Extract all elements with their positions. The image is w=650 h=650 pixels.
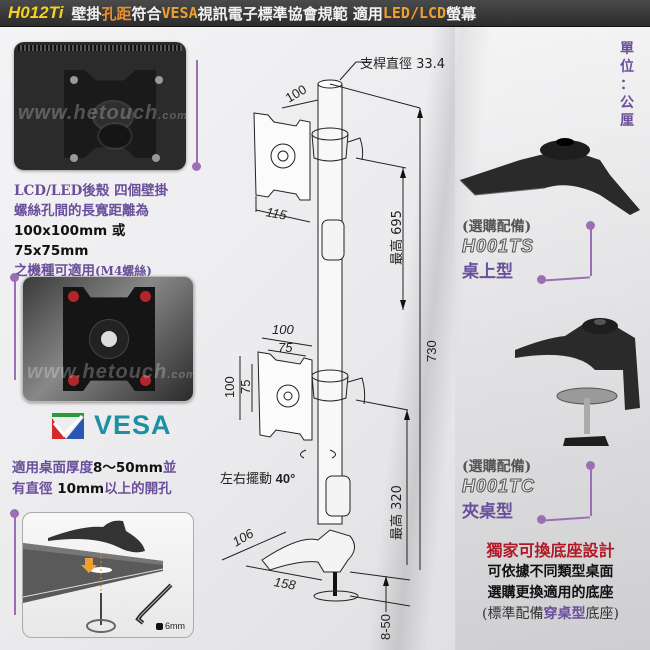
watermark: www.hetouch.com: [18, 102, 186, 124]
connector-line: [14, 515, 16, 615]
max-height-lower-label: 最高 320: [390, 485, 405, 540]
vesa-plate-photo: www.hetouch.com: [22, 276, 194, 402]
title-segment: 壁掛: [71, 4, 102, 23]
watermark: www.hetouch.com: [27, 361, 194, 383]
hex-key-size: 6mm: [156, 621, 185, 631]
vent-grille: [18, 45, 182, 51]
unit-label: 單 位 ： 公 厘: [620, 41, 634, 129]
vesa-checkmark-icon: [52, 412, 84, 439]
max-height-upper-label: 最高 695: [390, 210, 405, 265]
connector-dot: [537, 515, 546, 524]
vesa-logo: VESA: [52, 410, 172, 441]
lower-plate-inner-height-label: 75: [238, 379, 253, 394]
hex-icon: [156, 623, 163, 630]
connector-dot: [586, 221, 595, 230]
connector-dot: [192, 162, 201, 171]
connector-dot: [537, 275, 546, 284]
monitor-back-photo: www.hetouch.com: [14, 42, 186, 170]
connector-line: [196, 60, 198, 163]
connector-line: [14, 280, 16, 380]
option-desktop-base: (選購配備) H001TS 桌上型: [461, 219, 535, 282]
desktop-base-photo: [459, 138, 640, 215]
interchangeable-base-promo: 獨家可換底座設計 可依據不同類型桌面 選購更換適用的底座 (標準配備穿桌型底座): [482, 541, 619, 622]
connector-dot: [586, 461, 595, 470]
model-number: H012Ti: [8, 3, 64, 22]
clamp-base-photo: [515, 318, 640, 446]
total-height-label: 730: [424, 340, 439, 362]
connector-line: [590, 226, 592, 276]
pole-diameter-label: 支桿直徑 33.4: [360, 57, 446, 72]
swivel-label: 左右擺動 40°: [220, 471, 296, 487]
title-segment: 視訊電子標準協會規範 適用: [197, 4, 383, 23]
connector-line: [590, 466, 592, 516]
desk-thickness-label: 8-50: [378, 613, 393, 640]
title-segment-highlight: 孔距: [101, 4, 132, 23]
title-segment-highlight: VESA: [161, 4, 198, 22]
connector-dot: [10, 273, 19, 282]
desk-requirement-text: 適用桌面厚度8～50mm並 有直徑 10mm以上的開孔: [12, 460, 177, 497]
option-clamp-base: (選購配備) H001TC 夾桌型: [461, 459, 536, 522]
title-segment-highlight: LED/LCD: [382, 4, 447, 22]
desk-mount-illustration: [23, 520, 173, 633]
lower-plate-outer-width-label: 100: [272, 322, 294, 337]
lower-plate-inner-width-label: 75: [278, 340, 293, 355]
title-segment: 符合: [131, 4, 162, 23]
connector-dot: [10, 509, 19, 518]
title-bar: H012Ti 壁掛 孔距 符合 VESA 視訊電子標準協會規範 適用 LED/L…: [0, 0, 650, 27]
vesa-description: LCD/LED後殼 四個壁掛 螺絲孔間的長寬距離為 100x100mm 或 75…: [14, 183, 169, 279]
title-segment: 螢幕: [446, 4, 477, 23]
installation-diagram: 6mm: [22, 512, 194, 638]
lower-plate-outer-height-label: 100: [222, 376, 237, 398]
